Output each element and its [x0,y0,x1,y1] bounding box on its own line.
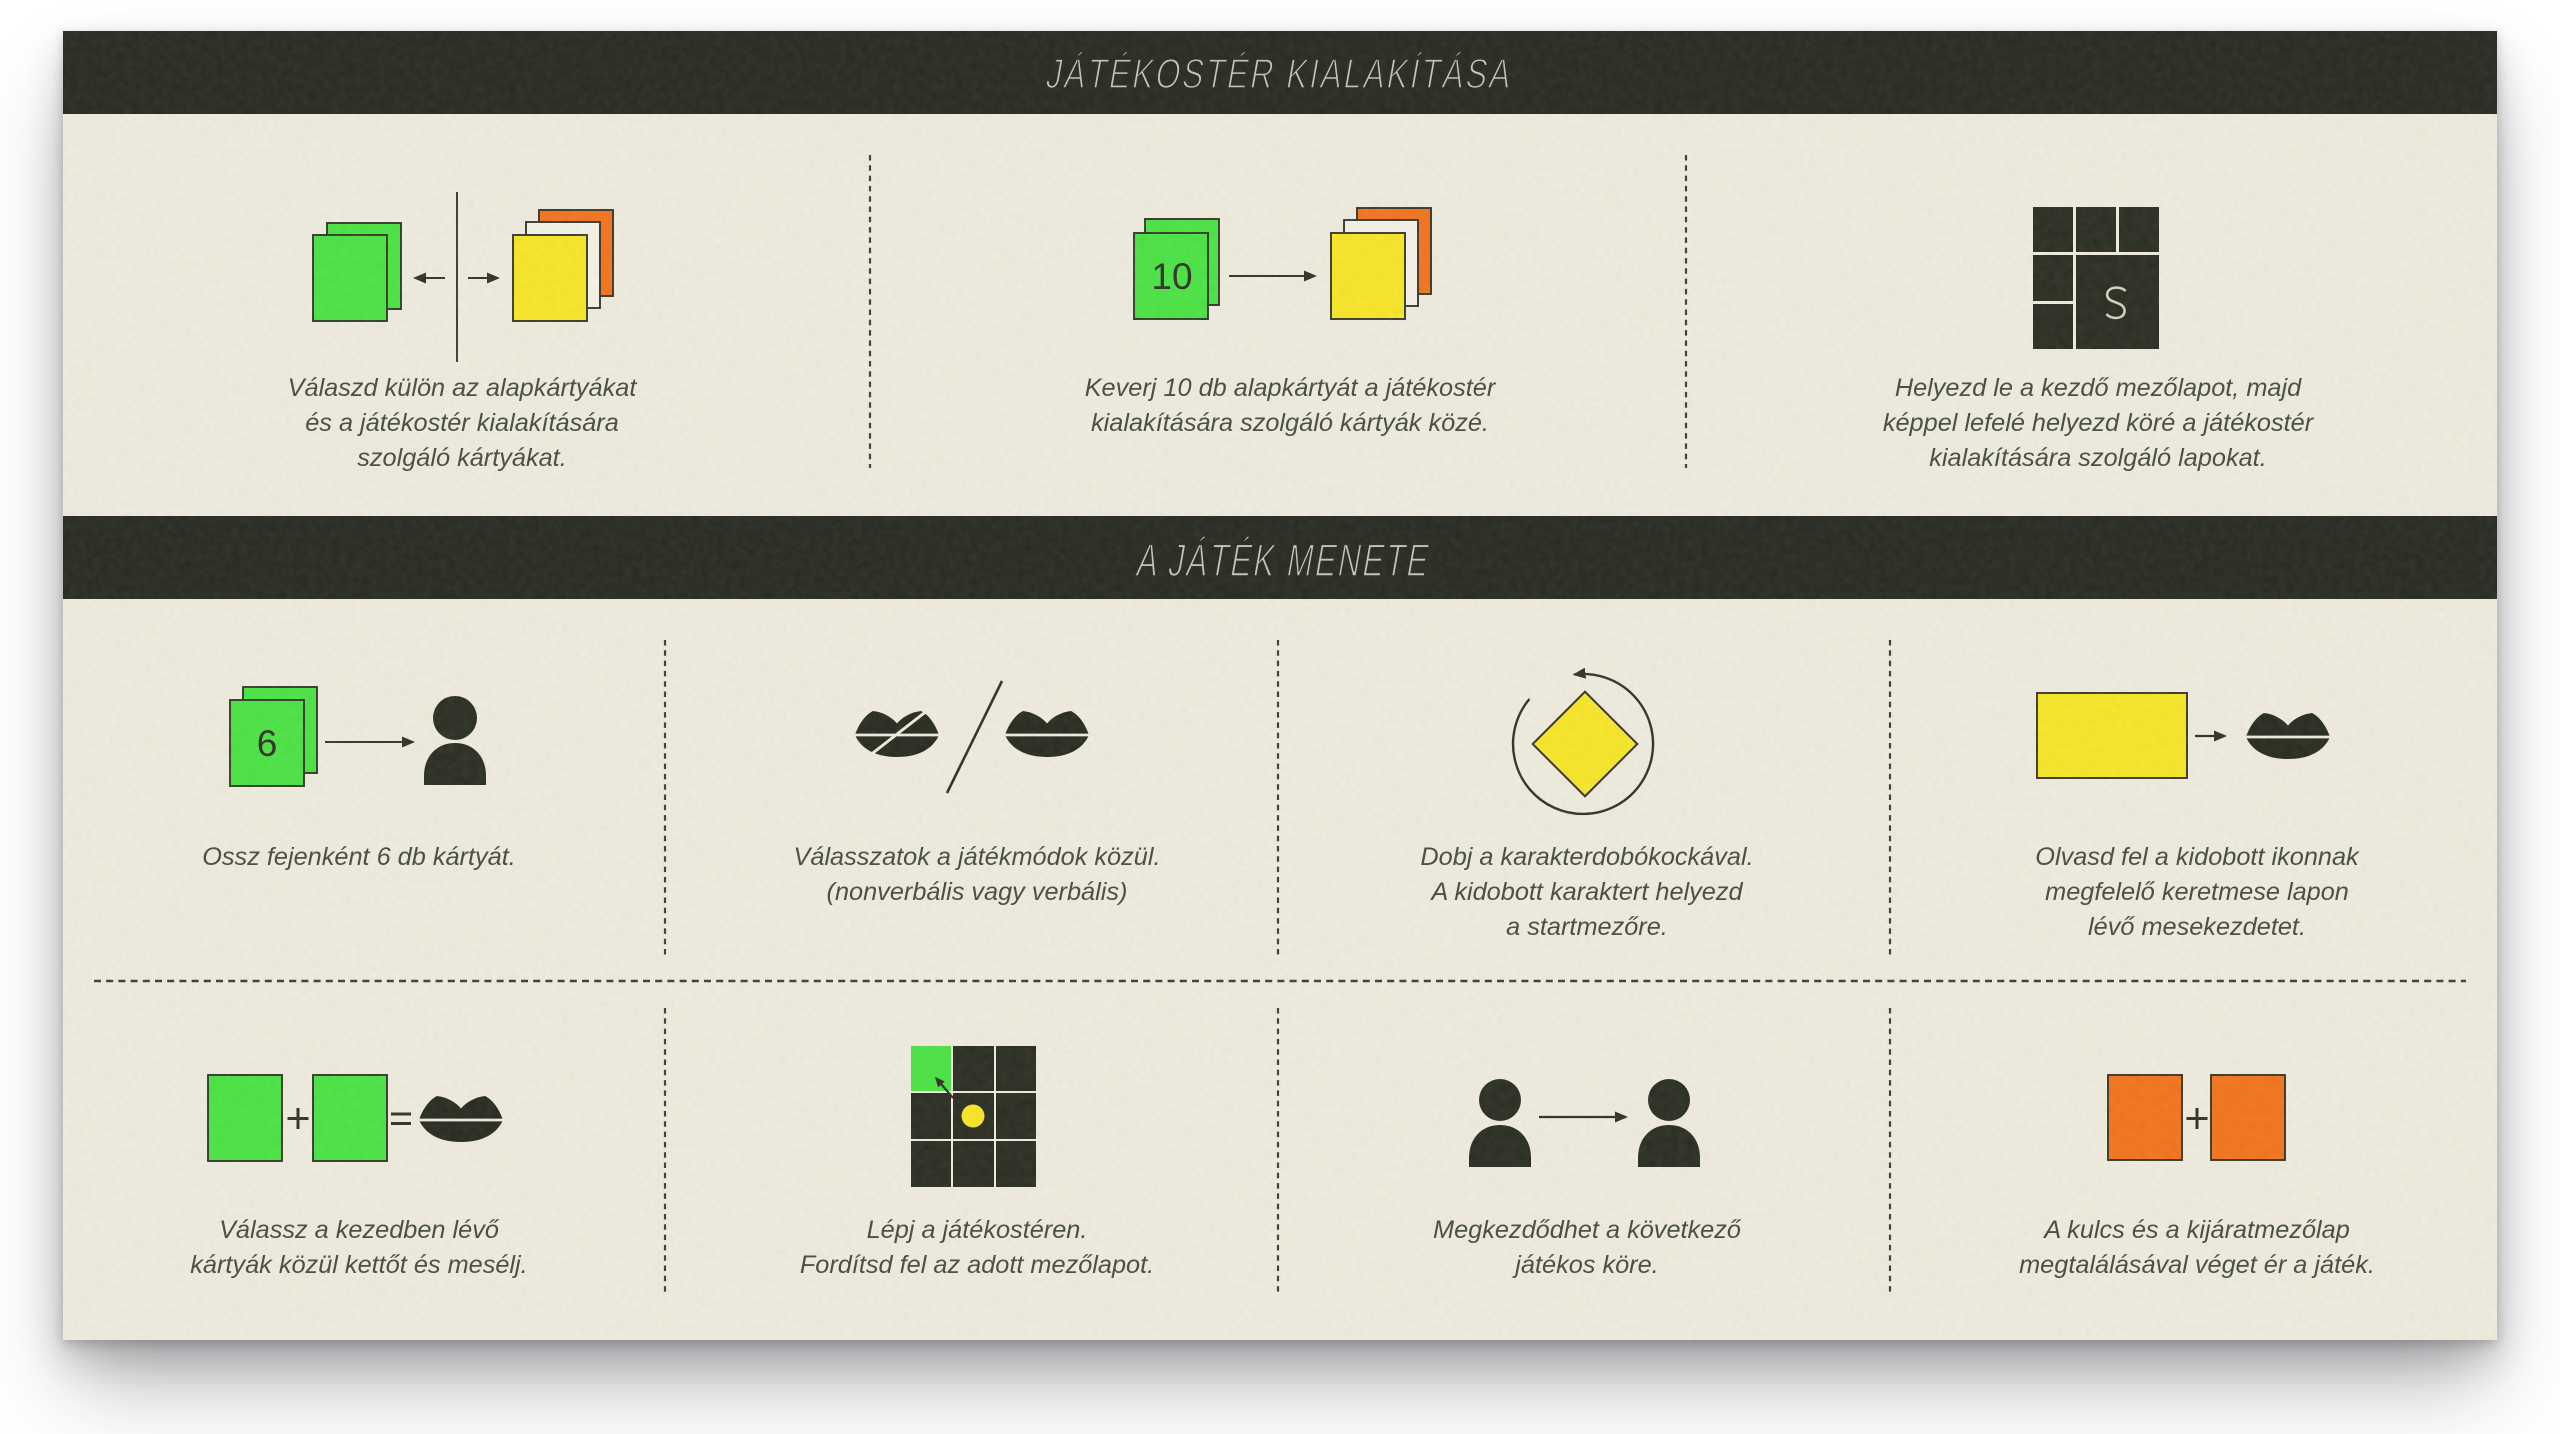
svg-text:10: 10 [1151,256,1192,297]
svg-text:6: 6 [257,723,278,764]
